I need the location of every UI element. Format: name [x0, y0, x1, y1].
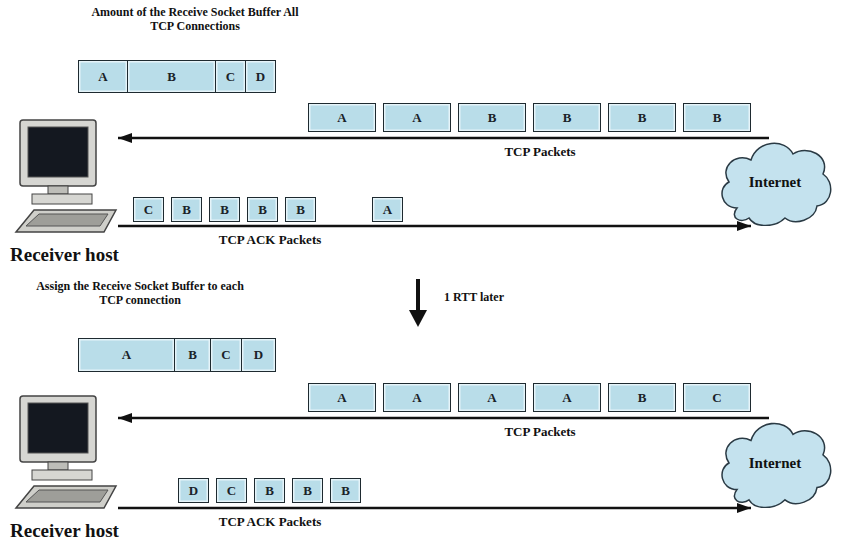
step-note: 1 RTT later: [444, 290, 554, 304]
ack-packet: A: [372, 197, 403, 222]
tcp-packet: B: [683, 103, 751, 132]
packet-letter: B: [258, 202, 267, 218]
ack-packet: D: [178, 478, 209, 503]
packet-letter: B: [303, 483, 312, 499]
buffer-segment: B: [174, 338, 211, 372]
packet-letter: A: [487, 390, 496, 406]
tcp-packet: A: [458, 383, 526, 412]
packet-letter: B: [638, 390, 647, 406]
segment-letter: C: [226, 69, 235, 85]
tcp-packet: B: [608, 103, 676, 132]
tcp-packet: A: [308, 383, 376, 412]
segment-letter: A: [122, 347, 131, 363]
ack-packet: B: [247, 197, 278, 222]
packet-letter: B: [488, 110, 497, 126]
packet-letter: C: [227, 483, 236, 499]
arrow-label: TCP Packets: [501, 144, 578, 159]
segment-letter: B: [188, 347, 197, 363]
packet-letter: A: [412, 390, 421, 406]
packet-letter: A: [412, 110, 421, 126]
tcp-packet: A: [383, 103, 451, 132]
packet-letter: B: [341, 483, 350, 499]
flow-arrow: [118, 507, 751, 510]
packet-letter: B: [220, 202, 229, 218]
buffer-segment: B: [127, 60, 216, 93]
host-label: Receiver host: [10, 520, 118, 542]
caption-note: Assign the Receive Socket Buffer to each…: [36, 279, 244, 307]
packet-letter: B: [265, 483, 274, 499]
rtt-arrow-head: [409, 310, 427, 327]
packet-letter: B: [713, 110, 722, 126]
tcp-packet: B: [533, 103, 601, 132]
rtt-arrow-shaft: [416, 279, 420, 312]
ack-packet: B: [209, 197, 240, 222]
ack-packet: B: [254, 478, 285, 503]
tcp-packet: B: [608, 383, 676, 412]
ack-packet: B: [292, 478, 323, 503]
arrow-label: TCP Packets: [501, 424, 578, 439]
segment-letter: B: [167, 69, 176, 85]
packet-letter: C: [144, 202, 153, 218]
buffer-segment: C: [215, 60, 246, 93]
segment-letter: C: [221, 347, 230, 363]
tcp-packet: B: [458, 103, 526, 132]
internet-cloud: Internet: [715, 418, 835, 508]
packet-letter: B: [296, 202, 305, 218]
host-label: Receiver host: [10, 244, 118, 266]
cloud-label: Internet: [749, 455, 802, 472]
segment-letter: D: [254, 347, 263, 363]
tcp-packet: C: [683, 383, 751, 412]
tcp-packet: A: [383, 383, 451, 412]
packet-letter: B: [638, 110, 647, 126]
flow-arrow: [118, 137, 769, 140]
segment-letter: D: [256, 69, 265, 85]
segment-letter: A: [98, 69, 107, 85]
ack-packet: B: [330, 478, 361, 503]
packet-letter: C: [712, 390, 721, 406]
buffer-segment: D: [245, 60, 276, 93]
receiver-host: Receiver host: [12, 392, 118, 514]
tcp-packet: A: [308, 103, 376, 132]
packet-letter: D: [189, 483, 198, 499]
packet-letter: A: [383, 202, 392, 218]
buffer-segment: A: [78, 60, 128, 93]
receiver-host: Receiver host: [12, 116, 118, 238]
buffer-segment: A: [78, 338, 175, 372]
ack-packet: B: [285, 197, 316, 222]
ack-packet: B: [171, 197, 202, 222]
packet-letter: A: [337, 110, 346, 126]
internet-cloud: Internet: [715, 138, 835, 226]
flow-arrow: [118, 225, 751, 228]
caption-note: Amount of the Receive Socket Buffer All …: [82, 5, 308, 33]
packet-letter: B: [182, 202, 191, 218]
packet-letter: A: [562, 390, 571, 406]
packet-letter: B: [563, 110, 572, 126]
computer-icon: [12, 392, 118, 514]
ack-packet: C: [133, 197, 164, 222]
buffer-segment: C: [210, 338, 242, 372]
arrow-label: TCP ACK Packets: [216, 232, 325, 247]
cloud-label: Internet: [749, 174, 802, 191]
tcp-packet: A: [533, 383, 601, 412]
packet-letter: A: [337, 390, 346, 406]
flow-arrow: [118, 417, 769, 420]
arrow-label: TCP ACK Packets: [216, 514, 325, 529]
buffer-segment: D: [241, 338, 276, 372]
ack-packet: C: [216, 478, 247, 503]
computer-icon: [12, 116, 118, 238]
